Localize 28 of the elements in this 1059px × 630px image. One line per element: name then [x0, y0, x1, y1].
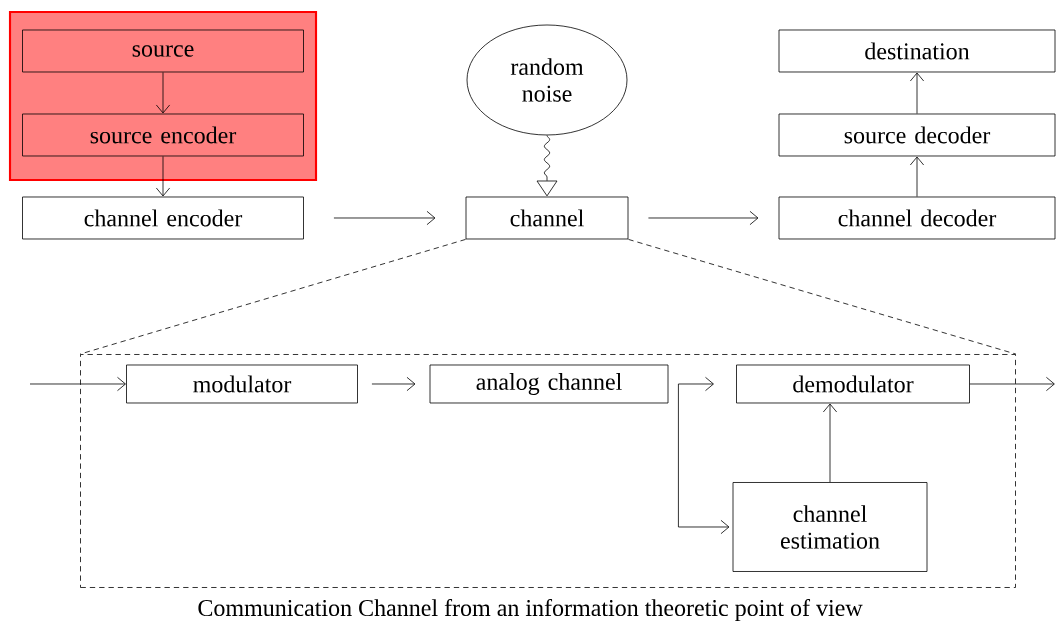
arrow — [822, 403, 838, 483]
process-box: destination — [778, 29, 1056, 73]
caption: Communication Channel from an information theoretic point of view — [198, 599, 863, 621]
arrow — [678, 383, 730, 535]
arrow — [29, 376, 126, 392]
arrow — [155, 156, 171, 197]
arrow — [648, 210, 759, 226]
process-box: source encoder — [22, 113, 304, 157]
process-box: source — [22, 29, 304, 73]
process-box: channel — [465, 196, 629, 240]
process-box: channel estimation — [732, 482, 928, 572]
arrow — [909, 156, 925, 197]
process-box: modulator — [126, 364, 358, 404]
arrow — [909, 72, 925, 114]
dashed-frame — [80, 354, 1016, 588]
process-box: source decoder — [778, 113, 1056, 157]
zoom-line — [79, 239, 466, 355]
wavy-arrow — [536, 135, 558, 197]
process-box: channel encoder — [22, 196, 304, 240]
arrow — [155, 72, 171, 114]
process-box: demodulator — [736, 364, 970, 404]
arrow — [678, 376, 714, 392]
arrow — [969, 376, 1055, 392]
arrow — [333, 210, 436, 226]
highlight-box — [8, 10, 318, 182]
process-box: analog channel — [429, 364, 669, 404]
process-box: channel decoder — [778, 196, 1056, 240]
arrow — [371, 376, 416, 392]
